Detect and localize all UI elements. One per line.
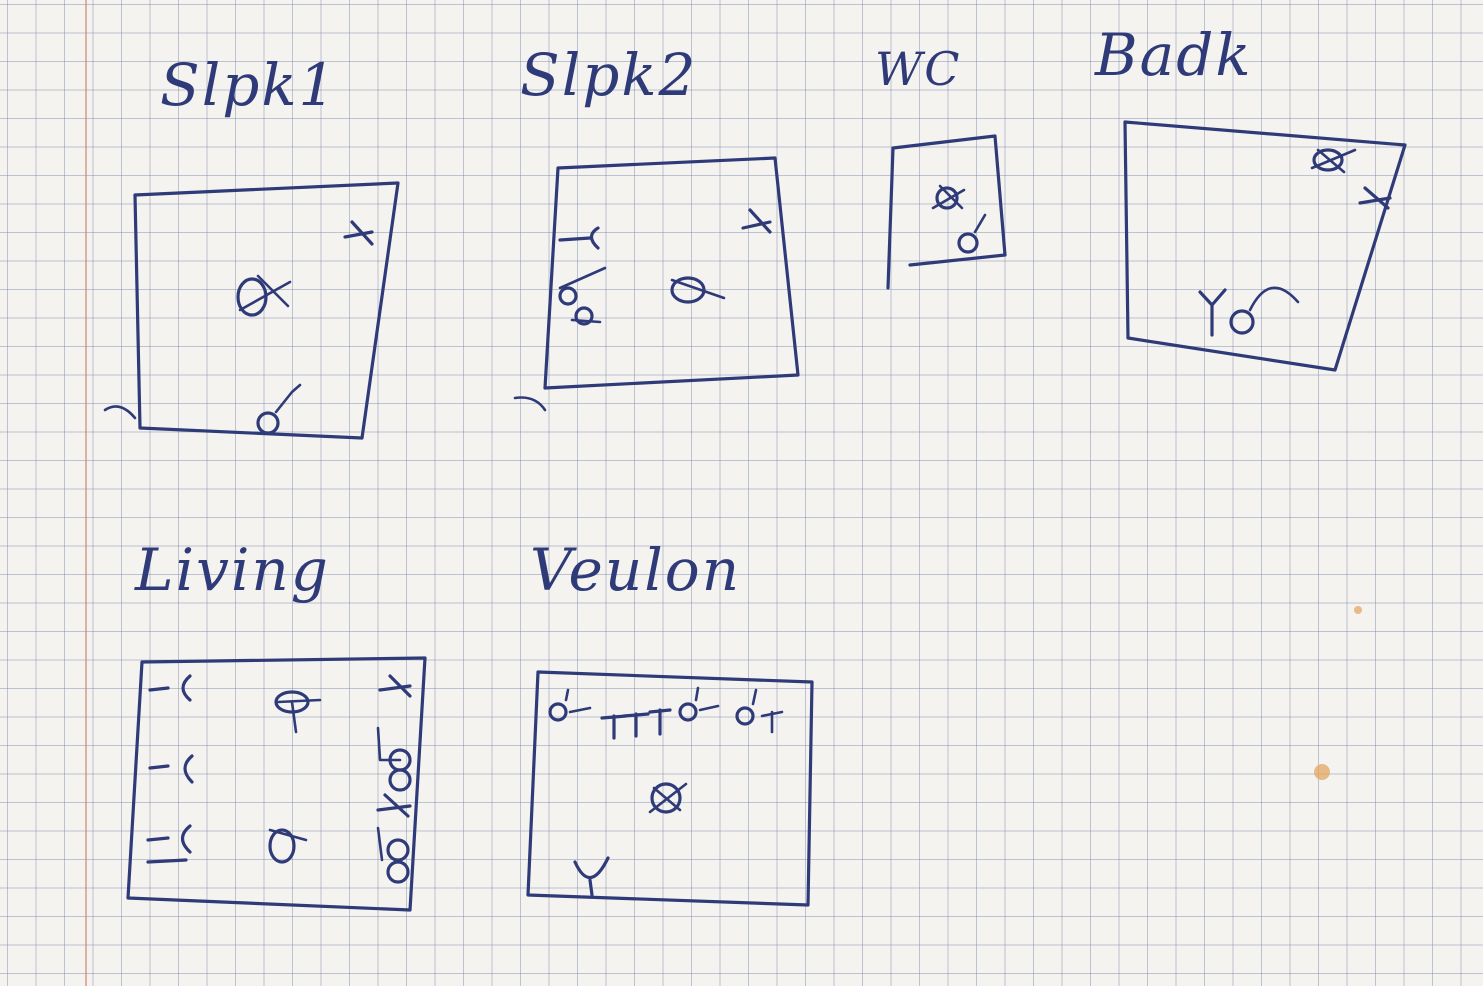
socket-icon xyxy=(256,383,302,435)
room-badk xyxy=(1123,120,1407,372)
room-outline xyxy=(526,670,814,907)
socket-icon xyxy=(558,266,607,326)
label-wc: WC xyxy=(875,42,961,96)
switch-icon xyxy=(378,674,412,698)
label-slpk1: Slpk1 xyxy=(160,51,337,119)
label-slpk2: Slpk2 xyxy=(520,41,697,109)
switch-icon xyxy=(376,793,412,818)
door-arc xyxy=(103,405,137,420)
paper-stain xyxy=(1314,764,1330,780)
light-fixture-row-icon xyxy=(600,708,672,740)
label-living: Living xyxy=(134,536,330,604)
socket-icon xyxy=(148,754,194,784)
socket-icon xyxy=(735,688,784,734)
room-outline xyxy=(1123,120,1407,372)
ceiling-light-icon xyxy=(931,184,966,210)
ceiling-light-icon xyxy=(1310,148,1357,174)
ceiling-light-icon xyxy=(268,828,308,864)
ceiling-light-icon xyxy=(236,274,292,317)
room-slpk2 xyxy=(513,156,800,412)
ceiling-light-icon xyxy=(274,690,322,734)
switch-icon xyxy=(1358,186,1392,210)
room-wc xyxy=(886,134,1007,290)
room-veranda xyxy=(526,670,814,907)
room-outline xyxy=(886,134,1007,290)
socket-icon xyxy=(376,726,412,792)
room-outline xyxy=(126,656,427,912)
socket-icon xyxy=(957,213,987,254)
room-outline xyxy=(133,181,400,440)
label-badk: Badk xyxy=(1094,21,1252,89)
antenna-outlet-icon xyxy=(573,856,610,897)
room-living xyxy=(126,656,427,912)
room-outline xyxy=(543,156,800,390)
door-arc xyxy=(513,396,547,412)
socket-icon xyxy=(1198,286,1300,337)
socket-icon xyxy=(558,226,600,250)
socket-icon xyxy=(376,826,410,884)
margin-line xyxy=(85,0,87,986)
socket-icon xyxy=(146,824,192,864)
ceiling-light-icon xyxy=(670,276,726,304)
socket-icon xyxy=(678,686,720,722)
paper-stain xyxy=(1354,606,1362,614)
switch-icon xyxy=(741,208,772,234)
room-slpk1 xyxy=(103,181,400,440)
label-veranda: Veulon xyxy=(530,536,741,604)
socket-icon xyxy=(548,688,592,722)
switch-icon xyxy=(343,220,374,246)
ceiling-light-icon xyxy=(648,782,688,814)
socket-icon xyxy=(148,674,192,702)
